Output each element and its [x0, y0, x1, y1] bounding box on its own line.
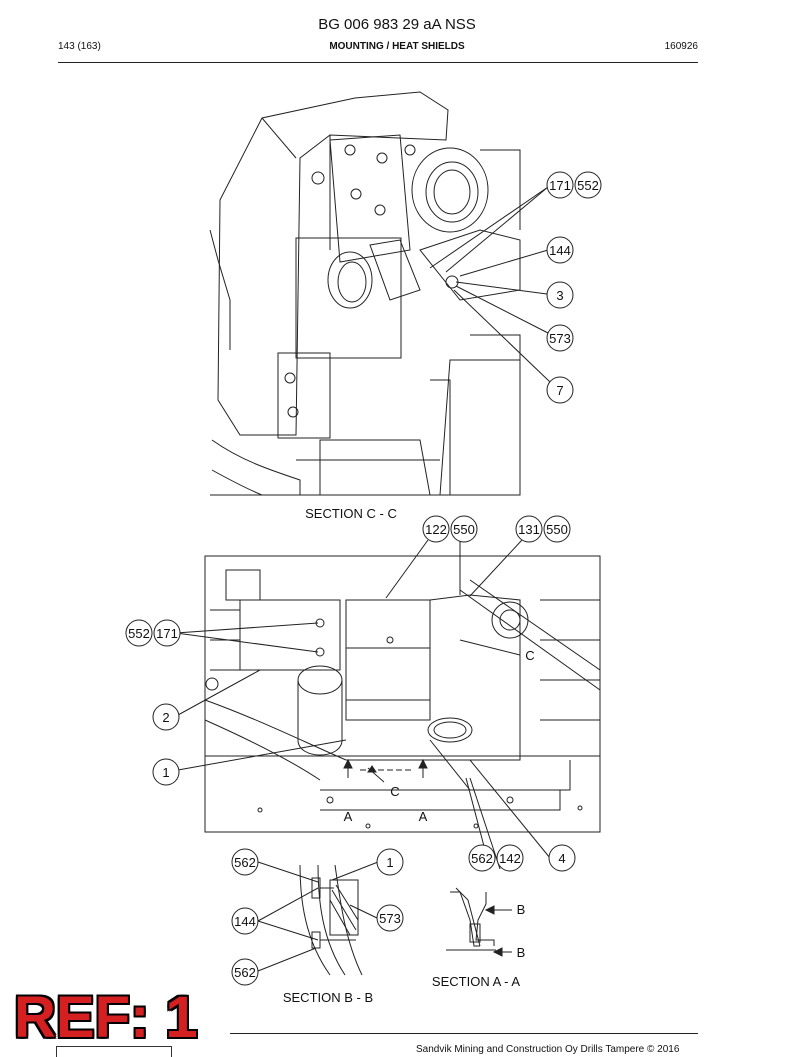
callout-number: 131	[518, 522, 540, 537]
callout-number: 562	[471, 851, 493, 866]
view-letter: B	[517, 945, 526, 960]
company-logo	[56, 1046, 172, 1057]
document-title: BG 006 983 29 aA NSS	[318, 16, 476, 33]
callout-number: 144	[549, 243, 571, 258]
callout-number: 171	[549, 178, 571, 193]
date-code: 160926	[664, 41, 698, 52]
section-title-b-b: SECTION B - B	[283, 990, 373, 1005]
callout-number: 550	[453, 522, 475, 537]
section-title-a-a: SECTION A - A	[432, 974, 520, 989]
callout-number: 562	[234, 855, 256, 870]
section-heading: MOUNTING / HEAT SHIELDS	[329, 41, 465, 52]
callout-number: 3	[556, 288, 563, 303]
callout-number: 4	[558, 851, 565, 866]
callout-number: 550	[546, 522, 568, 537]
callout-number: 552	[128, 626, 150, 641]
callout-number: 552	[577, 178, 599, 193]
section-b-b-drawing	[299, 864, 363, 976]
header-divider	[58, 62, 698, 63]
callout-number: 144	[234, 914, 256, 929]
callout-number: 1	[386, 855, 393, 870]
callout-number: 573	[379, 911, 401, 926]
view-letter: A	[419, 809, 428, 824]
section-title-c-c: SECTION C - C	[305, 506, 397, 521]
callout-number: 1	[162, 765, 169, 780]
callout-number: 122	[425, 522, 447, 537]
callout-number: 171	[156, 626, 178, 641]
view-letter: C	[390, 784, 399, 799]
middle-view-engine	[204, 555, 601, 833]
section-a-a-drawing	[446, 887, 512, 957]
view-letter: A	[344, 809, 353, 824]
callout-number: 573	[549, 331, 571, 346]
view-letter: C	[525, 648, 534, 663]
top-view-engine	[209, 91, 521, 496]
footer-divider	[230, 1033, 698, 1034]
callout-number: 142	[499, 851, 521, 866]
callout-number: 7	[556, 383, 563, 398]
page-number: 143 (163)	[58, 41, 101, 52]
callout-number: 2	[162, 710, 169, 725]
ref-stamp: REF: 1	[14, 985, 198, 1050]
view-letter: B	[517, 902, 526, 917]
callout-number: 562	[234, 965, 256, 980]
footer-copyright: Sandvik Mining and Construction Oy Drill…	[416, 1044, 680, 1055]
